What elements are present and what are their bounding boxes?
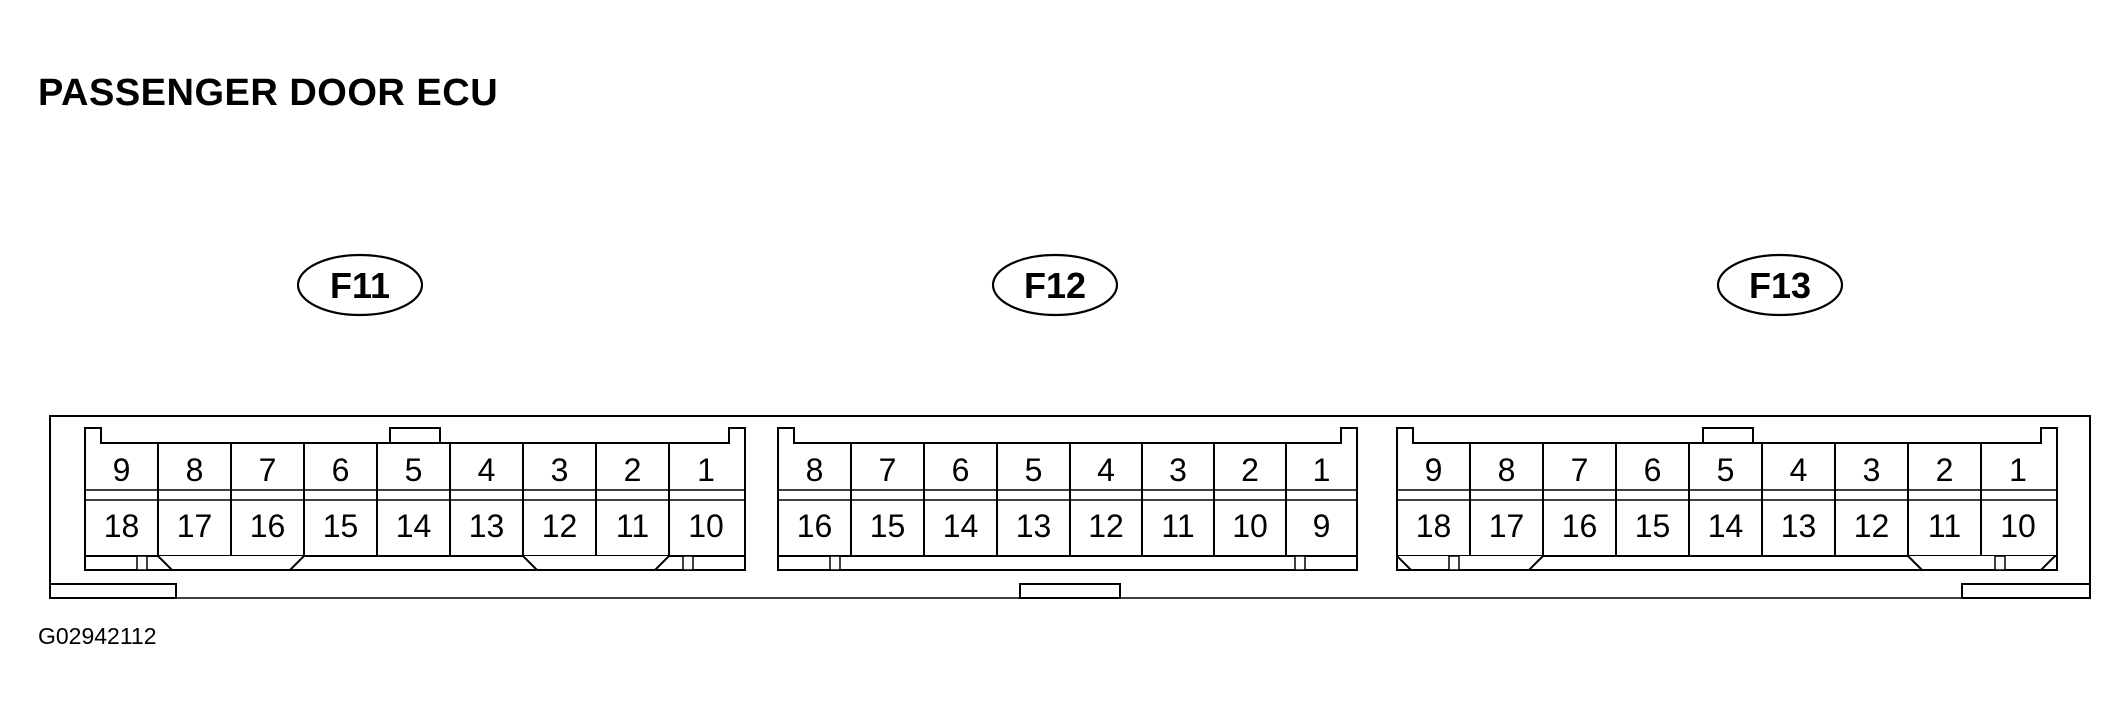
pin-number-bottom: 17 [1489, 508, 1525, 544]
pin-number-top: 9 [1425, 452, 1443, 488]
pin-number-bottom: 12 [1854, 508, 1890, 544]
latch-skirt [157, 555, 305, 571]
pin-number-top: 2 [1936, 452, 1954, 488]
pin-number-bottom: 18 [104, 508, 140, 544]
pin-number-top: 7 [259, 452, 277, 488]
pin-number-top: 5 [1717, 452, 1735, 488]
pin-number-bottom: 11 [1161, 508, 1194, 544]
pin-number-top: 5 [1025, 452, 1043, 488]
pin-number-top: 6 [1644, 452, 1662, 488]
ecu-housing [49, 415, 2091, 599]
pin-number-bottom: 10 [2000, 508, 2036, 544]
diagram-title: PASSENGER DOOR ECU [38, 72, 499, 114]
connector-body [1396, 427, 2058, 571]
pin-number-top: 4 [478, 452, 496, 488]
housing-tab-left [49, 583, 177, 599]
pin-number-bottom: 9 [1313, 508, 1331, 544]
pin-number-top: 1 [1313, 452, 1331, 488]
pin-number-bottom: 15 [323, 508, 359, 544]
pin-number-top: 6 [952, 452, 970, 488]
pin-number-top: 1 [2009, 452, 2027, 488]
pin-number-bottom: 13 [1781, 508, 1817, 544]
pin-number-top: 2 [624, 452, 642, 488]
connector-f12: F12 8 7 6 5 4 3 2 1 16 15 14 13 12 11 10 9 [777, 253, 1358, 571]
pin-number-bottom: 16 [797, 508, 833, 544]
connector-key [389, 427, 441, 444]
connector-label-ellipse [991, 253, 1119, 317]
connector-body [84, 427, 746, 571]
latch-skirt [522, 555, 670, 571]
pin-number-bottom: 13 [1016, 508, 1052, 544]
pin-number-top: 3 [1169, 452, 1187, 488]
figure-id: G02942112 [38, 623, 157, 649]
pin-number-top: 4 [1790, 452, 1808, 488]
housing-tab-right [1961, 583, 2091, 599]
pin-number-bottom: 10 [688, 508, 724, 544]
connector-label-ellipse [1716, 253, 1844, 317]
pin-number-bottom: 10 [1232, 508, 1268, 544]
pin-number-bottom: 15 [870, 508, 906, 544]
connector-label-ellipse [296, 253, 424, 317]
connector-key [1702, 427, 1754, 444]
pin-number-top: 7 [879, 452, 897, 488]
pin-number-top: 8 [806, 452, 824, 488]
pin-number-top: 8 [1498, 452, 1516, 488]
pin-number-bottom: 13 [469, 508, 505, 544]
housing-outline [49, 415, 2091, 598]
pin-number-bottom: 15 [1635, 508, 1671, 544]
pin-number-top: 1 [697, 452, 715, 488]
pin-number-top: 2 [1241, 452, 1259, 488]
housing-tab-center [1019, 583, 1121, 599]
side-slot [829, 555, 841, 571]
pin-number-bottom: 14 [943, 508, 979, 544]
pin-number-bottom: 17 [177, 508, 213, 544]
pin-number-top: 9 [113, 452, 131, 488]
pin-number-bottom: 18 [1416, 508, 1452, 544]
side-slot [1294, 555, 1306, 571]
pin-number-top: 5 [405, 452, 423, 488]
pin-number-top: 4 [1097, 452, 1115, 488]
side-slot [1994, 555, 2006, 571]
side-slot [136, 555, 148, 571]
pin-number-bottom: 12 [1088, 508, 1124, 544]
pin-number-bottom: 14 [396, 508, 432, 544]
pin-number-top: 3 [551, 452, 569, 488]
connector-label: F12 [1024, 265, 1086, 306]
pin-number-bottom: 11 [616, 508, 649, 544]
pin-number-top: 8 [186, 452, 204, 488]
side-slot [682, 555, 694, 571]
pin-number-bottom: 16 [250, 508, 286, 544]
connector-label: F11 [330, 265, 390, 306]
connector-f11: F11 9 8 7 6 5 4 3 2 1 18 17 16 15 14 13 12 11 10 [84, 253, 746, 571]
pin-number-top: 3 [1863, 452, 1881, 488]
pin-number-bottom: 11 [1928, 508, 1961, 544]
pin-number-bottom: 12 [542, 508, 578, 544]
pin-number-bottom: 14 [1708, 508, 1744, 544]
connector-f13: F13 9 8 7 6 5 4 3 2 1 18 17 16 15 14 13 12 11 10 [1396, 253, 2058, 571]
connector-body [777, 427, 1358, 571]
latch-skirt [1907, 555, 2056, 571]
pin-number-top: 7 [1571, 452, 1589, 488]
pin-number-top: 6 [332, 452, 350, 488]
latch-skirt [1396, 555, 1544, 571]
pin-number-bottom: 16 [1562, 508, 1598, 544]
connector-label: F13 [1749, 265, 1811, 306]
side-slot [1448, 555, 1460, 571]
